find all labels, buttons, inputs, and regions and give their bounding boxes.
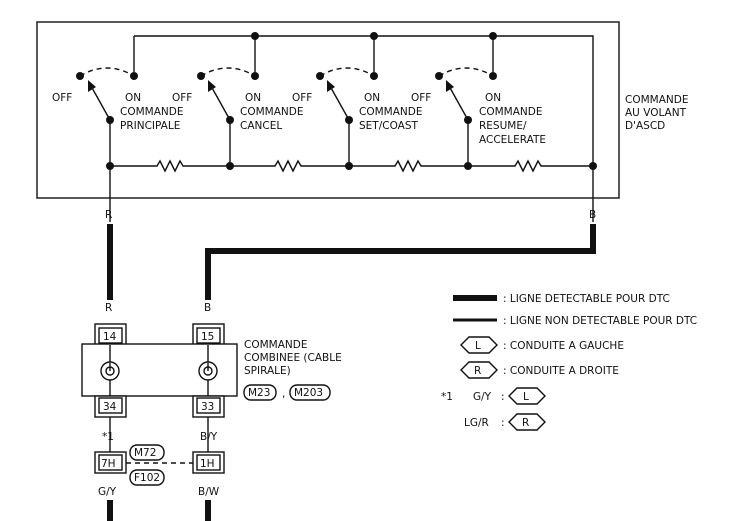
switch-set-coast-on: ON (364, 92, 380, 104)
switch-principale-label-2: PRINCIPALE (120, 120, 180, 132)
switch-cancel: OFF ON COMMANDE CANCEL (172, 67, 303, 132)
switch-cancel-on: ON (245, 92, 261, 104)
legend-gy-colon: : (501, 391, 505, 403)
connector-f102: F102 (134, 472, 160, 484)
wire-by-label: B/Y (200, 431, 218, 443)
switch-set-coast: OFF ON COMMANDE SET/COAST (292, 67, 422, 132)
switch-principale-off: OFF (52, 92, 72, 104)
steering-switch-module-box (36, 21, 620, 199)
spiral-name-line3: SPIRALE) (244, 365, 291, 377)
module-title-line2: AU VOLANT (625, 107, 687, 119)
pin-33: 33 (201, 401, 214, 413)
legend-gy-label: G/Y (473, 391, 492, 403)
legend-note-left: L (523, 391, 529, 403)
switch-set-coast-off: OFF (292, 92, 312, 104)
connector-separator: , (282, 388, 285, 400)
switch-cancel-off: OFF (172, 92, 192, 104)
wire-b-label-top: B (589, 209, 596, 221)
legend-left-symbol: L (475, 340, 481, 352)
legend-thick-text: : LIGNE DETECTABLE POUR DTC (503, 293, 670, 305)
junction-note: *1 (102, 431, 114, 443)
pin-1h: 1H (200, 458, 215, 470)
wire-r-label-top: R (105, 209, 112, 221)
legend-note-star: *1 (441, 391, 453, 403)
switch-resume-label-1: COMMANDE (479, 106, 542, 118)
switch-principale-on: ON (125, 92, 141, 104)
dtc-line-b (205, 224, 596, 300)
wire-r-label-mid: R (105, 302, 112, 314)
switch-principale: OFF ON COMMANDE PRINCIPALE (52, 67, 183, 132)
switch-set-coast-label-1: COMMANDE (359, 106, 422, 118)
pin-14: 14 (103, 331, 117, 343)
switch-resume-off: OFF (411, 92, 431, 104)
legend-thin-text: : LIGNE NON DETECTABLE POUR DTC (503, 315, 697, 327)
spiral-name-line1: COMMANDE (244, 339, 307, 351)
switch-principale-label-1: COMMANDE (120, 106, 183, 118)
pin-7h: 7H (101, 458, 116, 470)
pin-15: 15 (201, 331, 214, 343)
legend-note-right: R (522, 417, 529, 429)
legend-right-symbol: R (474, 365, 481, 377)
top-bus-wire (134, 35, 594, 166)
wire-b-label-mid: B (204, 302, 211, 314)
switch-resume-accelerate: OFF ON COMMANDE RESUME/ ACCELERATE (411, 67, 546, 146)
spiral-cable-connector: 14 15 34 33 (81, 323, 238, 418)
connector-m72: M72 (134, 447, 156, 459)
module-title-line1: COMMANDE (625, 94, 688, 106)
switch-resume-label-3: ACCELERATE (479, 134, 546, 146)
connector-m23: M23 (248, 387, 270, 399)
legend-left-text: : CONDUITE A GAUCHE (503, 340, 624, 352)
wire-gy-label: G/Y (98, 486, 117, 498)
switch-cancel-label-1: COMMANDE (240, 106, 303, 118)
legend-lgr-label: LG/R (464, 417, 489, 429)
switch-cancel-label-2: CANCEL (240, 120, 282, 132)
switch-set-coast-label-2: SET/COAST (359, 120, 419, 132)
legend-right-text: : CONDUITE A DROITE (503, 365, 619, 377)
connector-m203: M203 (294, 387, 323, 399)
wire-bw-label: B/W (198, 486, 220, 498)
switch-resume-label-2: RESUME/ (479, 120, 527, 132)
module-title-line3: D'ASCD (625, 120, 665, 132)
legend-lgr-colon: : (501, 417, 505, 429)
pin-34: 34 (103, 401, 117, 413)
junction-connector: 7H 1H (94, 451, 225, 474)
spiral-name-line2: COMBINEE (CABLE (244, 352, 342, 364)
switch-resume-on: ON (485, 92, 501, 104)
